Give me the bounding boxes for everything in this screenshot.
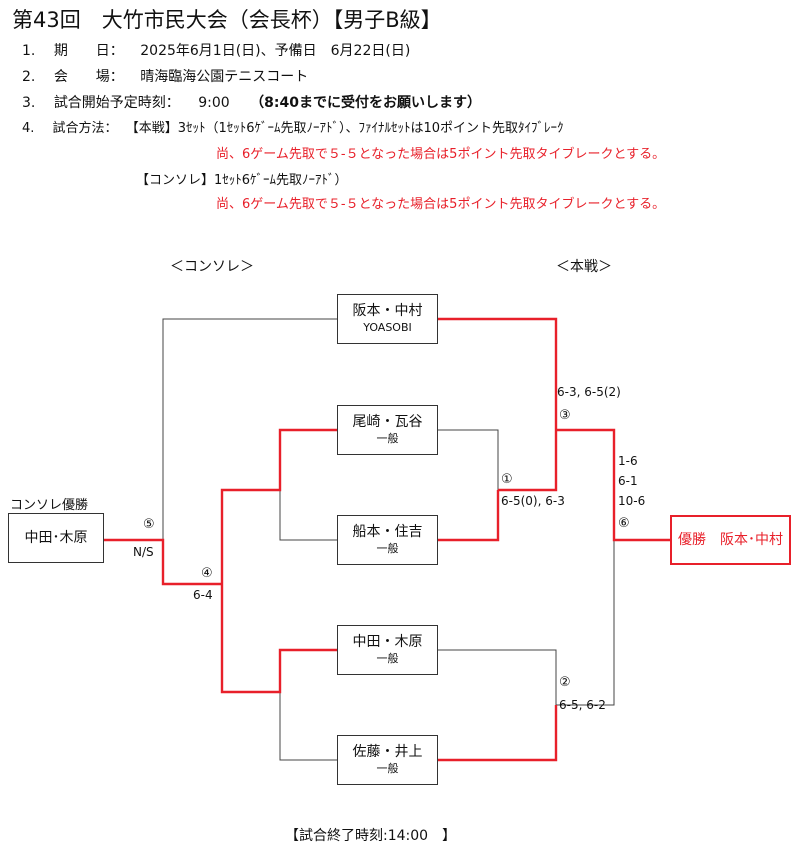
team-players: 中田・木原 [352,634,423,650]
info-num: 3. [22,95,36,111]
match-1-number: ① [501,472,513,487]
info-row-venue: 2. 会 場： 晴海臨海公園テニスコート [22,68,308,86]
info-row-date: 1. 期 日： 2025年6月1日(日)、予備日 6月22日(日) [22,42,410,60]
match-3-score: 6-3, 6-5(2) [557,385,621,399]
team-affiliation: 一般 [376,762,399,775]
match-5-score: N/S [133,545,154,559]
team-players: 阪本・中村 [352,303,423,319]
info-value: 2025年6月1日(日)、予備日 6月22日(日) [140,43,411,59]
consolation-heading: ＜コンソレ＞ [170,259,254,275]
match-1-score: 6-5(0), 6-3 [501,494,565,508]
win-line-m3-to-final [556,428,670,542]
info-num: 2. [22,69,36,85]
win-line-nakata-cons [220,584,337,694]
line-sato-left [279,692,337,761]
info-note-consolation: 尚、6ゲーム先取で５-５となった場合は5ポイント先取タイブレークとする。 [216,197,666,212]
line-ozaki-right [438,429,499,540]
win-line-sakamoto [438,317,558,430]
info-num: 4. [22,121,35,136]
consolation-winner-box: 中田･木原 [8,513,104,563]
team-box-ozaki-kawaratani: 尾崎・瓦谷 一般 [337,405,438,455]
match-2-score: 6-5, 6-2 [559,698,606,712]
team-players: 佐藤・井上 [352,744,423,760]
team-affiliation: 一般 [376,432,399,445]
team-affiliation: YOASOBI [363,321,412,334]
page-title: 第43回 大竹市民大会（会長杯）【男子B級】 [12,8,442,32]
match-6-score-set2: 6-1 [618,474,638,488]
info-note: （8:40までに受付をお願いします） [250,95,481,111]
consolation-winner-label: コンソレ優勝 [10,498,89,513]
info-note-main: 尚、6ゲーム先取で５-５となった場合は5ポイント先取タイブレークとする。 [216,147,666,162]
info-value: 9:00 [198,95,230,111]
match-6-score-set3: 10-6 [618,494,646,508]
match-2-number: ② [559,675,571,690]
match-4-score: 6-4 [193,588,213,602]
win-line-funamoto [438,490,500,542]
match-6-number: ⑥ [618,516,630,531]
info-label: 期 日： [53,43,124,59]
line-ozaki-left [279,429,337,490]
line-top-to-consolation [162,318,337,557]
bracket-lines-red [104,317,670,762]
win-line-ozaki-cons [220,428,337,584]
match-6-score-set1: 1-6 [618,454,638,468]
main-heading: ＜本戦＞ [556,259,612,275]
match-5-number: ⑤ [143,517,155,532]
team-players: 船本・住吉 [352,524,423,540]
info-label: 試合開始予定時刻： [53,95,180,111]
info-value: 【本戦】3ｾｯﾄ（1ｾｯﾄ6ｹﾞｰﾑ先取ﾉｰｱﾄﾞ）、ﾌｧｲﾅﾙｾｯﾄは10ポイ… [125,121,564,136]
win-line-sato [438,705,558,762]
match-4-number: ④ [201,566,213,581]
team-box-sakamoto-nakamura: 阪本・中村 YOASOBI [337,294,438,344]
team-affiliation: 一般 [376,542,399,555]
info-row-method: 4. 試合方法： 【本戦】3ｾｯﾄ（1ｾｯﾄ6ｹﾞｰﾑ先取ﾉｰｱﾄﾞ）、ﾌｧｲﾅ… [22,120,564,138]
info-label: 試合方法： [52,121,118,136]
line-funamoto-left [279,490,337,541]
champion-box: 優勝 阪本･中村 [670,515,791,565]
team-box-sato-inoue: 佐藤・井上 一般 [337,735,438,785]
team-box-nakata-kihara: 中田・木原 一般 [337,625,438,675]
champion-name: 優勝 阪本･中村 [678,532,783,548]
info-row-consolation-method: 【コンソレ】1ｾｯﾄ6ｹﾞｰﾑ先取ﾉｰｱﾄﾞ） [136,173,348,188]
win-line-m4-to-m5 [104,538,222,586]
info-label: 会 場： [53,69,124,85]
end-time: 【試合終了時刻:14:00 】 [285,828,457,844]
info-value: 晴海臨海公園テニスコート [140,69,309,85]
team-affiliation: 一般 [376,652,399,665]
match-3-number: ③ [559,408,571,423]
info-row-start-time: 3. 試合開始予定時刻： 9:00 （8:40までに受付をお願いします） [22,94,481,112]
info-num: 1. [22,43,36,59]
line-m2-to-m6 [556,540,615,706]
consolation-winner-name: 中田･木原 [24,530,88,546]
win-line-m1-up [498,430,558,492]
line-nakata-right [438,649,557,760]
team-players: 尾崎・瓦谷 [352,414,423,430]
team-box-funamoto-sumiyoshi: 船本・住吉 一般 [337,515,438,565]
